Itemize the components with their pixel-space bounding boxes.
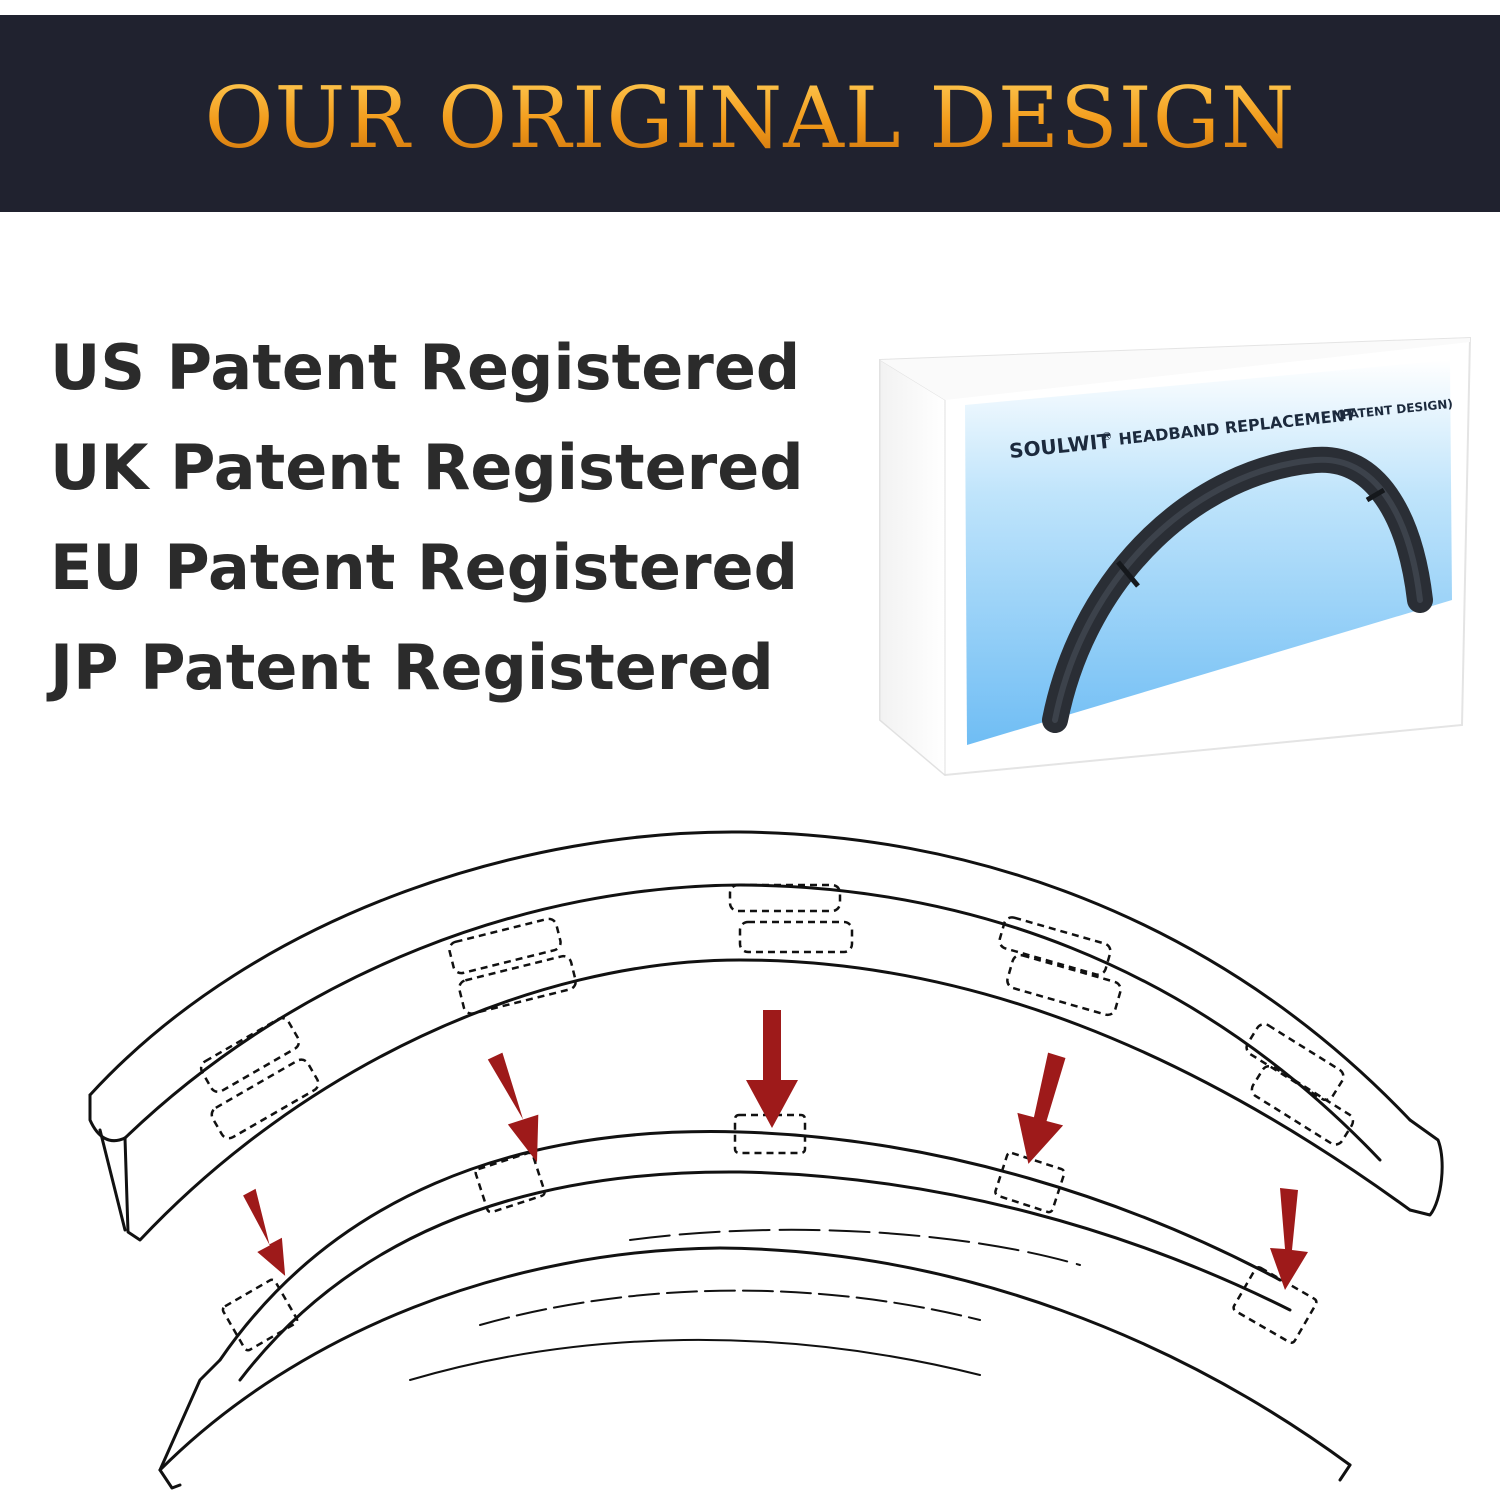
arrow-down-icon — [746, 1010, 798, 1128]
patent-drawing — [80, 820, 1450, 1490]
arrow-down-icon — [243, 1188, 286, 1276]
banner-title: OUR ORIGINAL DESIGN — [204, 68, 1296, 167]
patent-eu: EU Patent Registered — [50, 531, 798, 604]
cushion-outer-edge — [88, 830, 1412, 1122]
arrow-down-icon — [487, 1052, 539, 1163]
box-side — [879, 359, 946, 777]
headband-patent-illustration — [88, 830, 1444, 1490]
package-registered-mark: ® — [1101, 429, 1113, 443]
patent-us: US Patent Registered — [50, 331, 801, 404]
package-illustration: SOULWIT ® HEADBAND REPLACEMENT (PATENT D… — [879, 336, 1472, 777]
patent-jp: JP Patent Registered — [50, 631, 774, 704]
arrow-down-icon — [1017, 1052, 1066, 1164]
title-banner: OUR ORIGINAL DESIGN — [0, 15, 1500, 212]
arrow-icons — [243, 1010, 1308, 1290]
box-top — [880, 338, 1470, 400]
patent-uk: UK Patent Registered — [50, 431, 804, 504]
patent-list: US Patent Registered UK Patent Registere… — [50, 318, 804, 718]
product-package: SOULWIT ® HEADBAND REPLACEMENT (PATENT D… — [870, 330, 1480, 780]
arrow-down-icon — [1270, 1188, 1308, 1290]
